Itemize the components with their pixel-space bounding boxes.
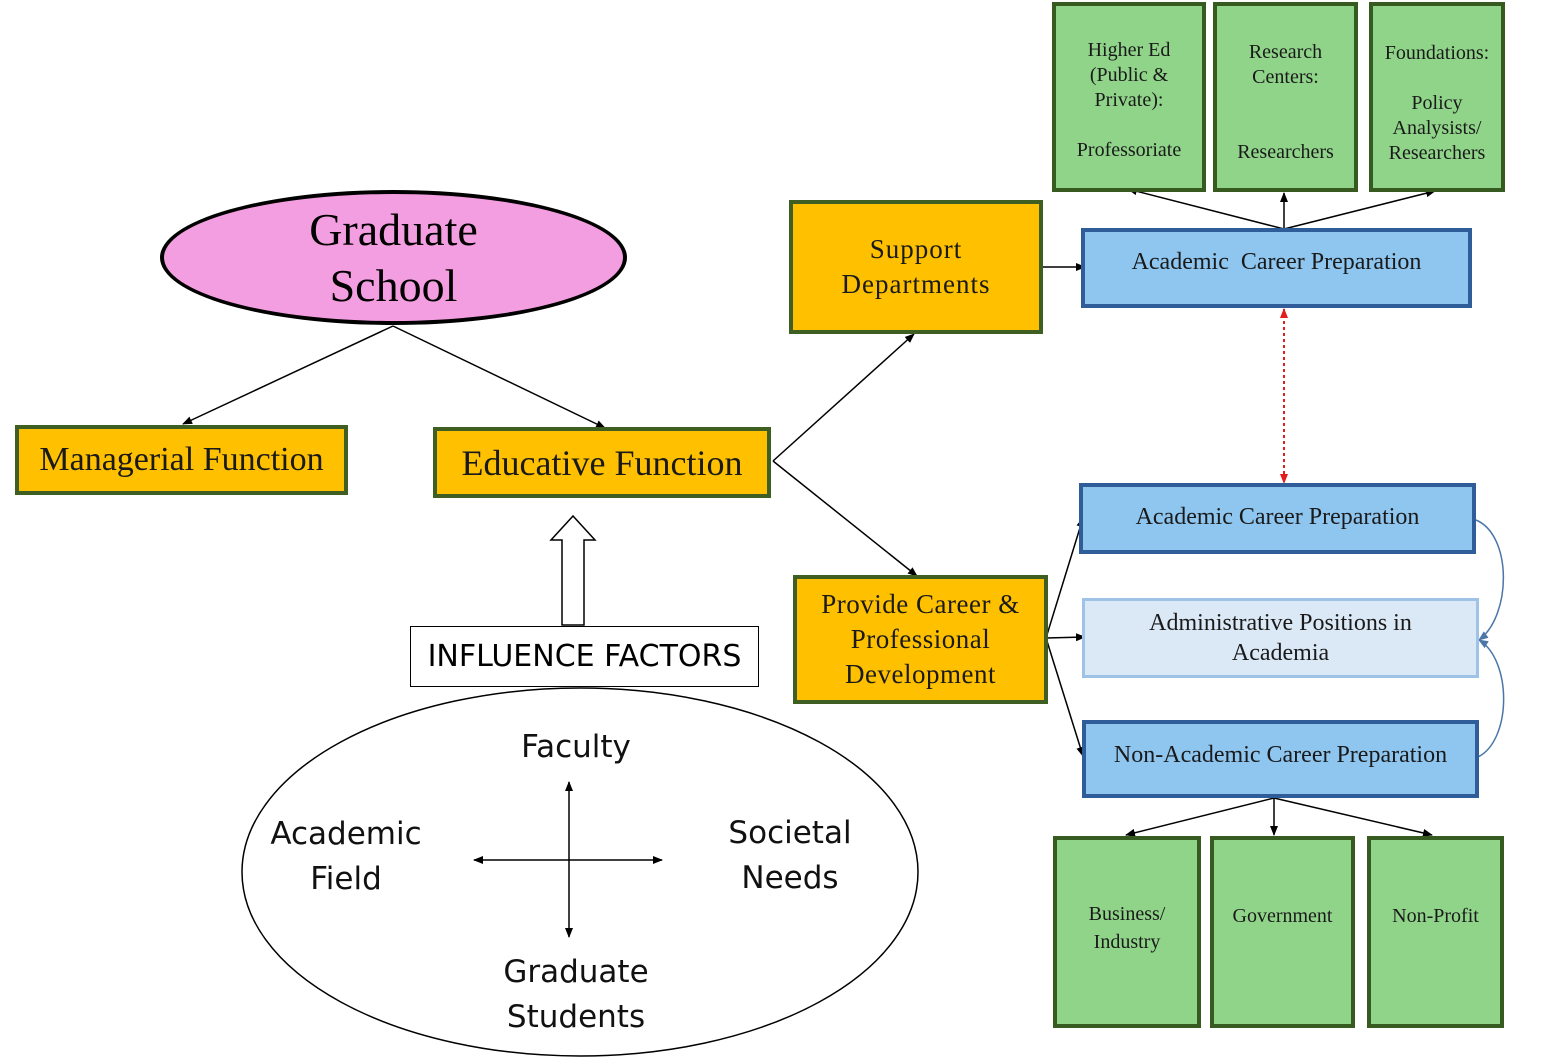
destination-business-industry-label: Business/ Industry <box>1088 903 1166 953</box>
destination-government: Government <box>1210 836 1355 1028</box>
non-academic-career-label: Non-Academic Career Preparation <box>1113 742 1448 768</box>
influence-factors-ellipse <box>241 687 919 1057</box>
academic-career-top-node: Academic Career Preparation <box>1081 228 1472 308</box>
educative-function-label: Educative Function <box>461 442 743 483</box>
destination-research-centers-label: Research Centers: Researchers <box>1237 41 1334 163</box>
academic-career-top-label: Academic Career Preparation <box>1131 249 1422 275</box>
factor-societal-needs: Societal Needs <box>728 815 852 896</box>
arrow-school-to-managerial <box>182 325 394 425</box>
non-academic-career-node: Non-Academic Career Preparation <box>1082 720 1479 798</box>
arrow-educative-to-support <box>772 333 915 462</box>
provide-career-node: Provide Career & Professional Developmen… <box>793 575 1048 704</box>
support-departments-node: Support Departments <box>789 200 1043 334</box>
arrow-to-foundations <box>1283 189 1436 230</box>
academic-career-label: Academic Career Preparation <box>1135 504 1420 530</box>
arrow-career-to-nonacademic <box>1045 637 1085 757</box>
provide-career-label: Provide Career & Professional Developmen… <box>821 589 1020 689</box>
destination-non-profit-label: Non-Profit <box>1392 905 1479 927</box>
destination-research-centers: Research Centers: Researchers <box>1213 2 1358 192</box>
destination-business-industry: Business/ Industry <box>1053 836 1201 1028</box>
influence-factors-label: INFLUENCE FACTORS <box>427 639 742 674</box>
graduate-school-label: Graduate School <box>309 203 478 311</box>
destination-higher-ed: Higher Ed (Public & Private): Professori… <box>1052 2 1206 192</box>
arrow-to-business <box>1125 797 1275 837</box>
influence-factors-box: INFLUENCE FACTORS <box>410 626 759 687</box>
destination-foundations-label: Foundations: Policy Analysists/ Research… <box>1384 42 1490 164</box>
destination-foundations: Foundations: Policy Analysists/ Research… <box>1369 2 1505 192</box>
administrative-positions-label: Administrative Positions in Academia <box>1149 610 1412 666</box>
arrow-school-to-educative <box>392 325 606 429</box>
graduate-school-node: Graduate School <box>160 190 627 325</box>
academic-career-node: Academic Career Preparation <box>1079 483 1476 554</box>
curve-academic-to-admin <box>1475 519 1505 641</box>
factor-graduate-students: Graduate Students <box>503 954 649 1035</box>
destination-government-label: Government <box>1232 905 1333 927</box>
educative-function-node: Educative Function <box>433 427 771 498</box>
factor-faculty: Faculty <box>521 729 631 765</box>
administrative-positions-node: Administrative Positions in Academia <box>1082 598 1479 678</box>
factor-academic-field: Academic Field <box>270 816 422 897</box>
arrow-career-to-academic <box>1045 517 1085 639</box>
destination-non-profit: Non-Profit <box>1367 836 1504 1028</box>
managerial-function-node: Managerial Function <box>15 425 348 495</box>
arrow-educative-to-career <box>772 460 918 577</box>
curve-nonacademic-to-admin <box>1477 639 1505 758</box>
destination-higher-ed-label: Higher Ed (Public & Private): Professori… <box>1076 39 1182 161</box>
arrow-to-non-profit <box>1273 797 1433 837</box>
hollow-up-arrow <box>549 514 597 626</box>
arrow-to-higher-ed <box>1127 187 1285 230</box>
managerial-function-label: Managerial Function <box>39 441 324 478</box>
support-departments-label: Support Departments <box>841 234 991 299</box>
arrow-career-to-admin <box>1045 633 1086 642</box>
